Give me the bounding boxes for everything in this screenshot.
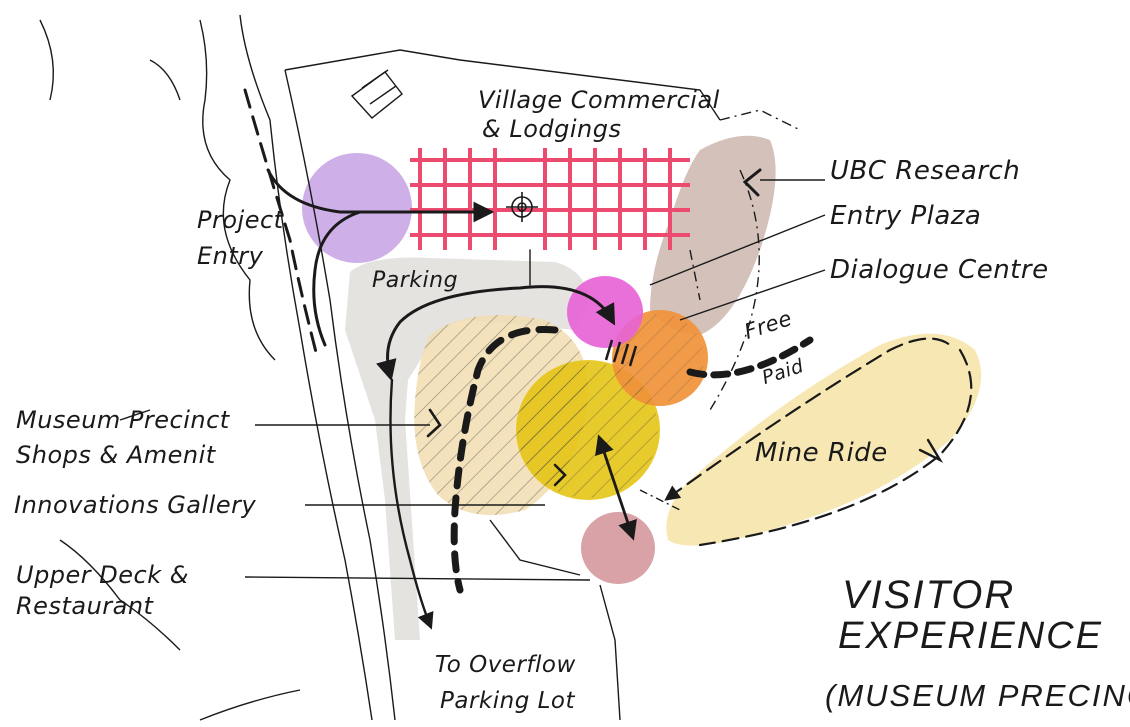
village-label: Village Commercial — [478, 88, 720, 112]
title-line1: VISITOR — [842, 575, 1015, 615]
parking-label: Parking — [372, 270, 458, 292]
project-entry-label-line2: Entry — [197, 244, 263, 268]
mine-ride-label: Mine Ride — [755, 440, 888, 466]
overflow-label-line2: Parking Lot — [440, 690, 575, 713]
dialogue-hatching — [616, 314, 704, 402]
innovations-gallery-label: Innovations Gallery — [14, 493, 256, 517]
upper-deck-label: Upper Deck & — [16, 563, 189, 587]
upper-deck-circle — [581, 512, 655, 584]
entry-plaza-label: Entry Plaza — [830, 203, 981, 229]
title-line3: (MUSEUM PRECINC — [825, 680, 1130, 711]
overflow-label: To Overflow — [435, 654, 576, 677]
title-line2: EXPERIENCE — [838, 617, 1103, 655]
museum-precinct-label-line2: Shops & Amenit — [16, 443, 216, 467]
museum-precinct-label: Museum Precinct — [16, 408, 230, 432]
ubc-research-label: UBC Research — [830, 158, 1020, 184]
upper-deck-label-line2: Restaurant — [16, 594, 153, 618]
village-label-line2: & Lodgings — [482, 117, 621, 141]
project-entry-label: Project — [197, 208, 284, 232]
village-plaza-node — [506, 192, 538, 222]
dialogue-centre-label: Dialogue Centre — [830, 257, 1049, 283]
village-grid — [410, 148, 690, 250]
